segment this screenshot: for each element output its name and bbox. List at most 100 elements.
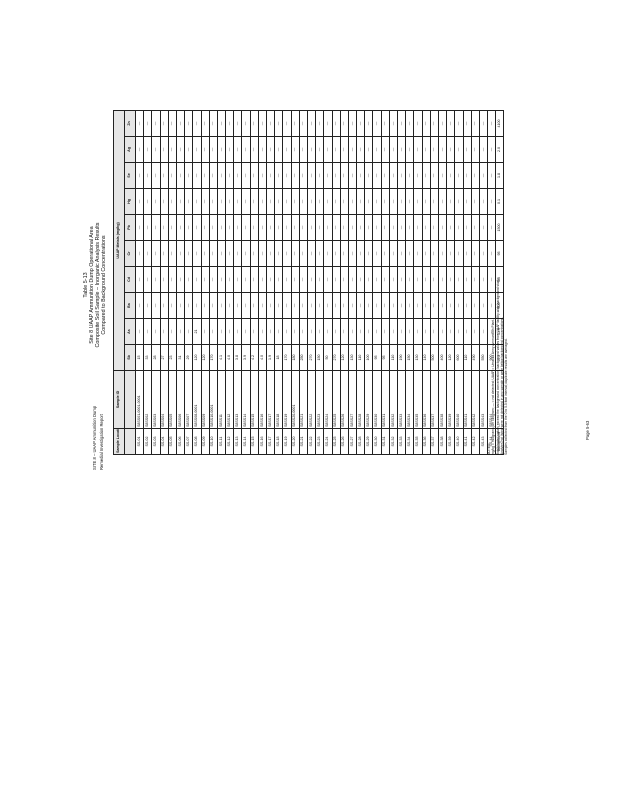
cell-value: 29 [184,344,193,371]
cell-value: — [168,240,177,267]
cell-value: — [348,136,357,163]
cell-value: — [372,188,382,215]
cell-value: — [422,318,431,345]
header-analyte: Sb [124,344,136,371]
cell-value: 110 [356,344,365,371]
cell-value: — [340,162,349,189]
cell-value: — [364,136,373,163]
cell-value: — [405,110,414,137]
cell-value: 490 [471,344,480,371]
cell-value: — [217,188,226,215]
cell-sample-id: S8SS21 [299,370,308,429]
cell-value: — [397,292,406,319]
header-analyte: Cr [124,240,136,267]
cell-value: — [381,292,390,319]
cell-value: — [184,188,193,215]
cell-sample-id: S8SS31 [381,370,390,429]
cell-value: — [291,110,300,137]
cell-value: — [151,136,161,163]
cell-value: 180 [291,344,300,371]
cell-value: — [299,266,308,293]
cell-value: — [135,214,144,241]
cell-value: — [413,136,423,163]
cell-value: — [323,162,332,189]
cell-value: — [151,240,161,267]
cell-value: — [307,136,316,163]
cell-value: — [160,162,169,189]
cell-value: — [372,240,382,267]
table-title-4: Compared to Background Concentrations [101,235,107,335]
cell-value: — [176,266,185,293]
cell-value: — [135,188,144,215]
cell-value: — [315,110,324,137]
cell-value: — [397,188,406,215]
cell-value: — [413,318,423,345]
cell-value: — [381,136,390,163]
cell-value: — [413,292,423,319]
cell-value: — [413,110,423,137]
cell-value: — [323,240,332,267]
cell-value: 150 [315,344,324,371]
cell-value: — [168,214,177,241]
cell-value: — [381,110,390,137]
cell-value: — [340,110,349,137]
cell-value: — [291,162,300,189]
cell-value: — [405,266,414,293]
cell-value: — [356,162,365,189]
header-sample-id: Sample ID [113,370,125,429]
cell-value: 120 [446,344,455,371]
cell-value: — [176,214,185,241]
cell-value: 140 [422,344,431,371]
cell-value: — [135,318,144,345]
cell-value: — [332,318,341,345]
cell-location: SS-40 [454,428,463,455]
cell-value: — [209,266,218,293]
cell-value: — [160,292,169,319]
cell-value: — [184,240,193,267]
cell-value: — [258,136,267,163]
cell-value: — [143,318,152,345]
cell-sample-id: S8SS17 [266,370,275,429]
cell-value: — [454,136,463,163]
cell-location: SS-13 [233,428,242,455]
cell-value: — [340,318,349,345]
cell-value: — [274,188,283,215]
cell-value: — [250,240,259,267]
cell-sample-id: S8SS26 [340,370,349,429]
cell-value: — [160,136,169,163]
cell-value: — [258,292,267,319]
cell-value: 31 [176,344,185,371]
cell-value: — [282,266,292,293]
cell-value: — [176,318,185,345]
cell-value: — [471,110,480,137]
cell-value: — [233,240,242,267]
cell-value: — [332,266,341,293]
cell-value: — [438,292,447,319]
cell-value: — [143,292,152,319]
header-analyte: Pb [124,214,136,241]
cell-value: — [332,292,341,319]
cell-sample-id: S8SS42 [471,370,480,429]
header-analyte: Ag [124,136,136,163]
cell-value: — [168,266,177,293]
cell-location: SS-27 [348,428,357,455]
data-table: Sample Location Sample ID UAAP Metals (m… [113,110,504,455]
cell-value: — [291,266,300,293]
cell-value: — [176,240,185,267]
cell-value: — [413,214,423,241]
cell-sample-id: S8SS35 [413,370,423,429]
cell-value: — [233,214,242,241]
cell-value: — [233,292,242,319]
cell-value: — [307,292,316,319]
cell-value: — [389,318,398,345]
